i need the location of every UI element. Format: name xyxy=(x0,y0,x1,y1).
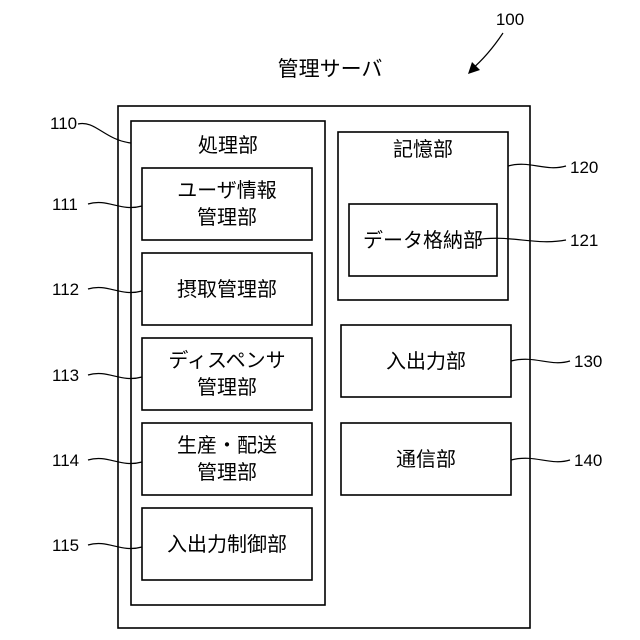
data-store-label: データ格納部 xyxy=(363,228,483,252)
unit-112-line1: 摂取管理部 xyxy=(177,277,277,301)
unit-115-line1: 入出力制御部 xyxy=(167,532,287,556)
unit-113-line1: ディスペンサ xyxy=(168,348,285,372)
ref-112: 112 xyxy=(52,280,79,299)
unit-111-line1: ユーザ情報 xyxy=(177,178,277,202)
ref-130: 130 xyxy=(574,352,602,371)
unit-114-line1: 生産・配送 xyxy=(177,433,277,457)
ref-140: 140 xyxy=(574,451,602,470)
ref-120: 120 xyxy=(570,158,598,177)
ref-114: 114 xyxy=(52,451,79,470)
ref-111: 111 xyxy=(52,195,78,214)
ref-115: 115 xyxy=(52,536,79,555)
unit-111-line2: 管理部 xyxy=(197,205,257,229)
ref-100-arrow-line xyxy=(471,33,503,70)
processing-unit-label: 処理部 xyxy=(198,133,258,157)
unit-113-line2: 管理部 xyxy=(197,375,257,399)
io-unit-label: 入出力部 xyxy=(386,349,466,373)
ref-100: 100 xyxy=(496,10,524,29)
comm-unit-label: 通信部 xyxy=(396,447,456,471)
ref-113: 113 xyxy=(52,366,79,385)
unit-114-line2: 管理部 xyxy=(197,460,257,484)
ref-110: 110 xyxy=(50,114,77,133)
ref-121: 121 xyxy=(570,231,598,250)
storage-unit-label: 記憶部 xyxy=(393,137,453,161)
diagram-title: 管理サーバ xyxy=(278,57,383,81)
